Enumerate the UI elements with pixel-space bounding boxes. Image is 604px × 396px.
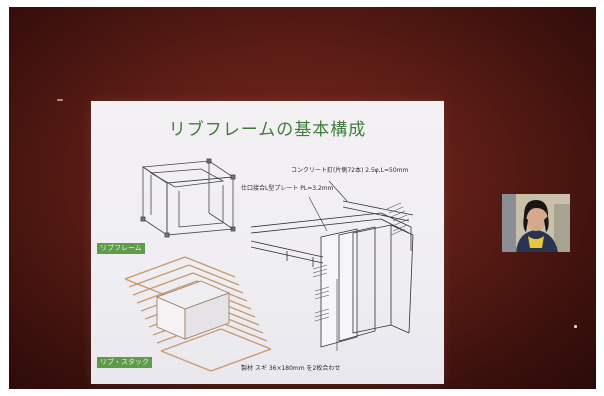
rib-frame-drawing (140, 158, 236, 238)
rib-stack-drawing (124, 256, 272, 372)
photo-frame: リブフレームの基本構成 (9, 7, 596, 389)
slide-title: リブフレームの基本構成 (168, 120, 367, 140)
material-label: 製材 スギ 36×180mm を2枚合わせ (241, 365, 341, 372)
plate-label: 仕口接合L型プレート PL=3.2mm (241, 185, 334, 192)
joint-detail-drawing (250, 180, 414, 351)
rib-stack-tag: リブ・スタック (97, 357, 152, 368)
projected-slide: リブフレームの基本構成 (91, 101, 444, 384)
concrete-nail-label: コンクリート釘(片側72本) 2.5φ,L=50mm (291, 167, 409, 174)
slide-drawings (124, 158, 414, 372)
rib-frame-tag: リブフレーム (97, 243, 145, 254)
presenter-image (502, 194, 570, 252)
light-speck-left (57, 99, 63, 101)
light-speck (574, 325, 577, 328)
presenter-webcam (502, 194, 570, 252)
